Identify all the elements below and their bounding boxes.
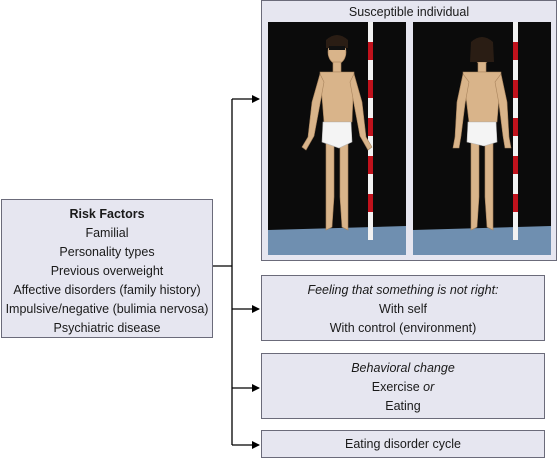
risk-factors-title: Risk Factors xyxy=(69,207,145,221)
susceptible-title: Susceptible individual xyxy=(348,5,470,19)
feeling-item: With self xyxy=(379,302,427,316)
susceptible-individual-box: Susceptible individual xyxy=(261,0,557,261)
feeling-box: Feeling that something is not right: Wit… xyxy=(261,275,545,341)
behavior-heading: Behavioral change xyxy=(351,361,455,375)
front-view-photo xyxy=(268,22,406,255)
back-view-photo xyxy=(413,22,551,255)
risk-factor-item: Impulsive/negative (bulimia nervosa) xyxy=(5,302,209,316)
behavior-or: or xyxy=(423,380,435,394)
risk-factor-item: Familial xyxy=(85,226,129,240)
feeling-item: With control (environment) xyxy=(329,321,477,335)
feeling-heading: Feeling that something is not right: xyxy=(307,283,499,297)
behavior-line-1: Exercise or xyxy=(262,378,544,397)
risk-factors-box: Risk Factors Familial Personality types … xyxy=(1,199,213,338)
behavior-exercise: Exercise xyxy=(371,380,424,394)
behavior-line-2: Eating xyxy=(385,399,421,413)
cycle-label: Eating disorder cycle xyxy=(344,437,462,451)
risk-factor-item: Affective disorders (family history) xyxy=(13,283,201,297)
risk-factor-item: Psychiatric disease xyxy=(53,321,161,335)
behavioral-change-box: Behavioral change Exercise or Eating xyxy=(261,353,545,419)
risk-factor-item: Previous overweight xyxy=(50,264,164,278)
risk-factor-item: Personality types xyxy=(59,245,155,259)
eating-disorder-cycle-box: Eating disorder cycle xyxy=(261,430,545,458)
